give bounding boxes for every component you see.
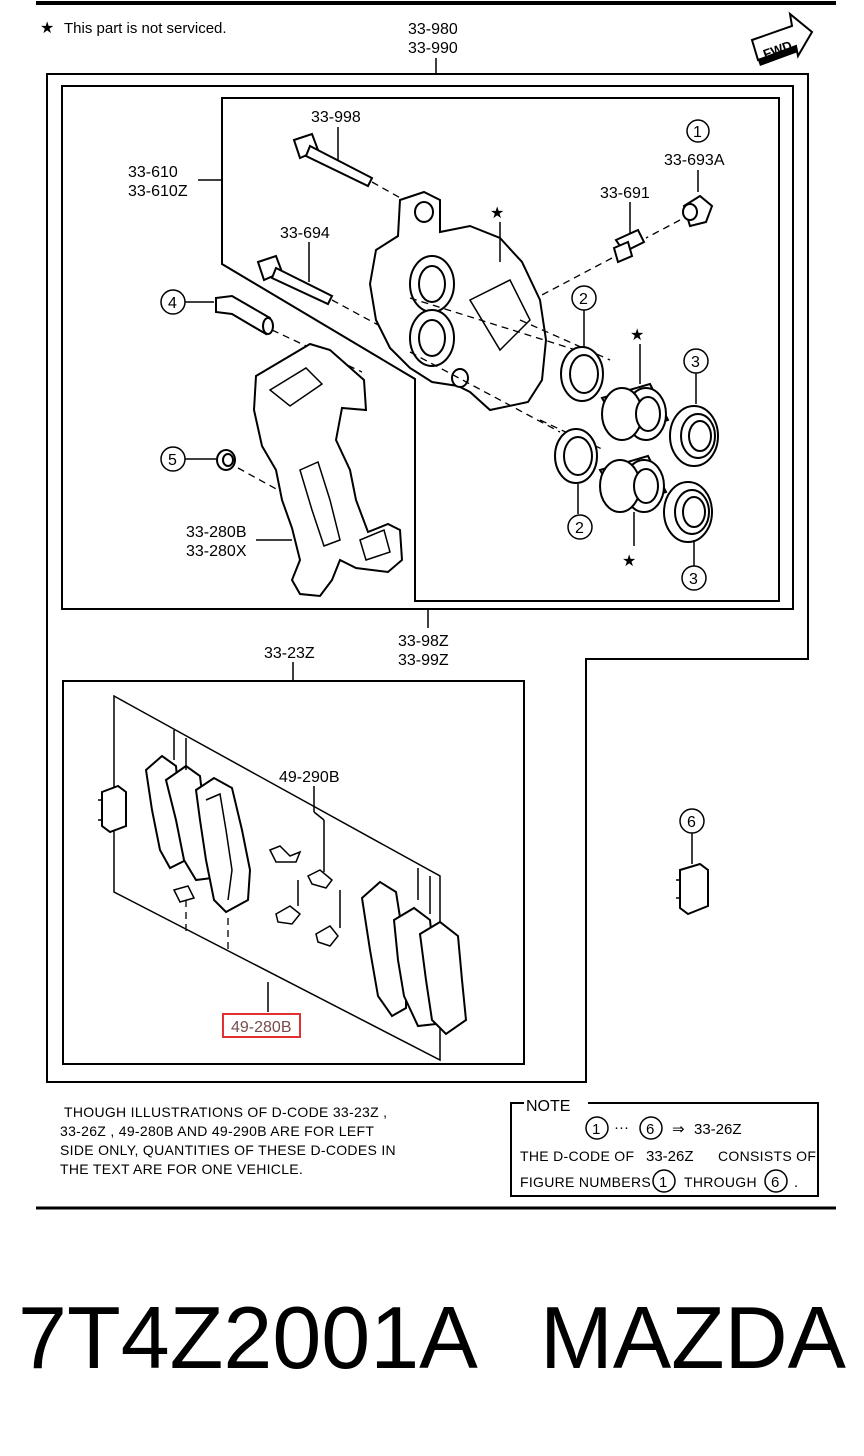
label-bolt-694: 33-694: [280, 225, 330, 242]
grease-pack: [676, 862, 709, 916]
piston: [600, 382, 670, 441]
piston: [598, 454, 668, 513]
star-note: This part is not serviced.: [64, 20, 227, 37]
note-line-3: SIDE ONLY, QUANTITIES OF THESE D-CODES I…: [60, 1142, 396, 1158]
label-cap-num: 1: [693, 124, 702, 141]
label-padkit: 33-23Z: [264, 645, 315, 662]
star-icon: ★: [622, 553, 636, 570]
outer-frame: [46, 73, 809, 1083]
note-range-dots: ···: [614, 1119, 629, 1136]
label-caliper-1: 33-610: [128, 164, 178, 181]
note-line2-code: 33-26Z: [646, 1148, 694, 1165]
brake-pad-inner: [144, 754, 252, 914]
label-boot-num: 3: [691, 354, 700, 371]
piston-seal: [560, 346, 604, 402]
pad-clip: [172, 845, 339, 947]
note-arrow: ⇒: [672, 1121, 685, 1138]
caliper-bracket: [252, 342, 404, 598]
star-icon: ★: [630, 327, 644, 344]
label-bracket-1: 33-280B: [186, 524, 247, 541]
star-icon: ★: [490, 205, 504, 222]
note-line3-mid: THROUGH: [684, 1174, 757, 1190]
note-line2-a: THE D-CODE OF: [520, 1148, 634, 1164]
star-icon: ★: [40, 20, 54, 37]
bolt-998: [292, 132, 374, 188]
label-assy-1: 33-980: [408, 21, 458, 38]
note-line3-n1: 1: [659, 1174, 667, 1191]
label-pin-num: 4: [168, 295, 177, 312]
label-boot5-num: 5: [168, 452, 177, 469]
note-line2-b: CONSISTS OF: [718, 1148, 816, 1164]
label-cap-code: 33-693A: [664, 152, 725, 169]
bleeder-cap: [682, 194, 714, 228]
footer-part-number: 7T4Z2001A: [18, 1288, 478, 1387]
note-line-1: THOUGH ILLUSTRATIONS OF D-CODE 33-23Z ,: [64, 1104, 387, 1120]
label-boot-num: 3: [689, 571, 698, 588]
note-line-2: 33-26Z , 49-280B AND 49-290B ARE FOR LEF…: [60, 1123, 374, 1139]
label-bleeder: 33-691: [600, 185, 650, 202]
bleeder-screw: [612, 228, 646, 264]
label-bracket-2: 33-280X: [186, 543, 247, 560]
piston-seal: [554, 428, 598, 484]
label-seal-num: 2: [579, 291, 588, 308]
fwd-arrow-icon: FWD: [750, 11, 814, 66]
bolt-694: [256, 254, 334, 306]
label-grease-num: 6: [687, 814, 696, 831]
note-range-from: 1: [592, 1121, 600, 1138]
brake-pad-outer: [360, 880, 468, 1036]
label-seal-kit-1: 33-98Z: [398, 633, 449, 650]
caliper-subframe: [221, 97, 780, 602]
note-range-to: 6: [646, 1121, 654, 1138]
label-assy-2: 33-990: [408, 40, 458, 57]
label-shim: 49-290B: [279, 769, 340, 786]
footer-brand: MAZDA: [540, 1288, 846, 1387]
note-line3-n2: 6: [771, 1174, 779, 1191]
label-caliper-2: 33-610Z: [128, 183, 188, 200]
dust-boot: [663, 481, 713, 543]
note-line3-a: FIGURE NUMBERS: [520, 1174, 651, 1190]
label-bolt-998: 33-998: [311, 109, 361, 126]
dust-boot: [669, 405, 719, 467]
guide-pin: [215, 294, 274, 336]
note-code: 33-26Z: [694, 1121, 742, 1138]
padkit-frame: [62, 680, 525, 1065]
note-box: [510, 1102, 819, 1197]
label-pad-code[interactable]: 49-280B: [231, 1019, 292, 1036]
note-title: NOTE: [526, 1098, 570, 1115]
pin-boot: [216, 449, 236, 471]
note-line-4: THE TEXT ARE FOR ONE VEHICLE.: [60, 1161, 303, 1177]
pad-shim: [98, 784, 127, 834]
pad-code-highlight: [222, 1013, 301, 1038]
note-line3-end: .: [794, 1174, 798, 1191]
label-seal-num: 2: [575, 520, 584, 537]
caliper-body: [368, 190, 548, 412]
label-seal-kit-2: 33-99Z: [398, 652, 449, 669]
